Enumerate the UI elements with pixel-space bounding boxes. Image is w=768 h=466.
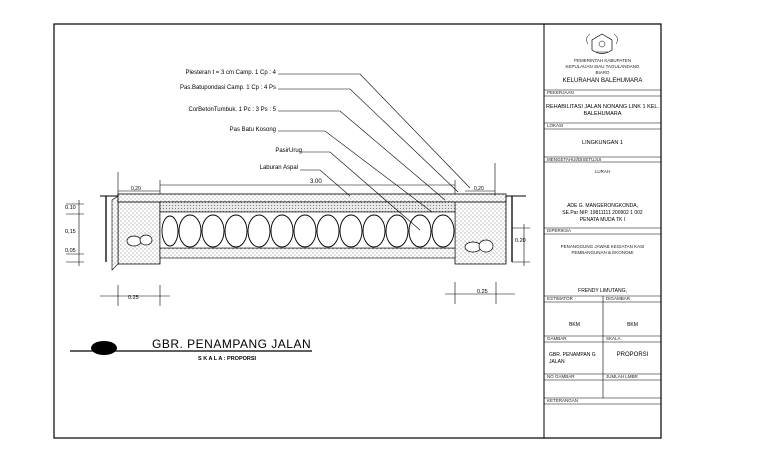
- dim-right-h: 0.20: [515, 238, 526, 244]
- lokasi-label: LOKASI: [547, 123, 564, 128]
- title-bullet: [91, 341, 117, 355]
- diperiksa-role: PENANGGUNG JAWAB KEGIATAN KASI PEMBANGUN…: [560, 244, 645, 255]
- skala-label: SKALA: [606, 336, 621, 341]
- stone-row: [126, 214, 494, 253]
- digambar-value: BKM: [627, 322, 638, 328]
- callout-cor-beton: CorBetonTumbuk. 1 Pc : 3 Ps : 5: [188, 107, 276, 113]
- title-block-grid: [544, 89, 661, 405]
- org-line1: PEMERINTAH KABUPATEN: [573, 58, 631, 63]
- scale-label: S K A L A : PROPORSI: [198, 356, 257, 362]
- mengetahui-label: MENGETAHUI/DISETUJUI: [547, 157, 602, 162]
- mengetahui-role: LURAH: [594, 169, 611, 174]
- callout-batu-kosong: Pas Batu Kosong: [229, 127, 276, 133]
- sheet-border: [53, 23, 662, 439]
- callout-batu-pondasi: Pas.Batupondasi Camp. 1 Cp : 4 Ps: [179, 85, 276, 91]
- dim-bottom-left: 0.25: [128, 295, 139, 301]
- dim-left-h1: 0.10: [65, 205, 76, 211]
- dim-right-top: 0,20: [474, 186, 484, 192]
- dim-left-top: 0,20: [131, 186, 141, 192]
- keterangan-label: KETERANGAN: [547, 398, 579, 403]
- skala-value: PROPORSI: [616, 352, 649, 358]
- pekerjaan-label: PEKERJAAN: [547, 90, 574, 95]
- emblem-icon: [586, 33, 618, 54]
- diperiksa-label: DIPERIKSA: [547, 228, 572, 233]
- dim-left-h2: 0,15: [65, 229, 76, 235]
- estimator-label: ESTIMATOR: [547, 296, 573, 301]
- signer-nip: SE.Par NIP. 19811111 200902 1 002: [562, 210, 643, 216]
- digambar-label: DIGAMBAR: [606, 296, 631, 301]
- estimator-value: BKM: [569, 322, 580, 328]
- dim-bottom-right: 0.25: [477, 289, 488, 295]
- drawing-title: GBR. PENAMPANG JALAN: [152, 337, 312, 351]
- dim-road-width: 3.00: [310, 179, 322, 185]
- signer-rank: PENATA MUDA TK I: [579, 217, 626, 223]
- pekerjaan-value: REHABILITASI JALAN NONANG LINK 1 KEL. BA…: [546, 104, 659, 117]
- org-line2: KEPULAUAN SIAU TAGULANDANG: [565, 64, 640, 69]
- checker-name: FRENDY LIMUTANG,: [578, 288, 627, 294]
- jumlah-lembar-label: JUMLAH LMBR: [606, 374, 638, 379]
- org-name: KELURAHAN BALEHUMARA: [562, 78, 643, 84]
- callout-pasir-urug: PasirUrug: [275, 148, 302, 154]
- org-line3: BIARO: [595, 70, 610, 75]
- signer-name: ADE G. MANGERONGKONDA,: [567, 203, 638, 209]
- dimension-lines: [66, 163, 530, 306]
- callout-laburan-aspal: Laburan Aspal: [259, 165, 298, 171]
- dim-left-h3: 0,05: [65, 248, 76, 254]
- gambar-value: GBR. PENAMPAN G JALAN: [549, 352, 596, 365]
- callout-plesteran: Plesteran t = 3 cm Camp. 1 Cp : 4: [185, 70, 276, 76]
- gambar-label: GAMBAR: [547, 336, 567, 341]
- no-gambar-label: NO GAMBAR: [547, 374, 575, 379]
- lokasi-value: LINGKUNGAN 1: [582, 140, 623, 146]
